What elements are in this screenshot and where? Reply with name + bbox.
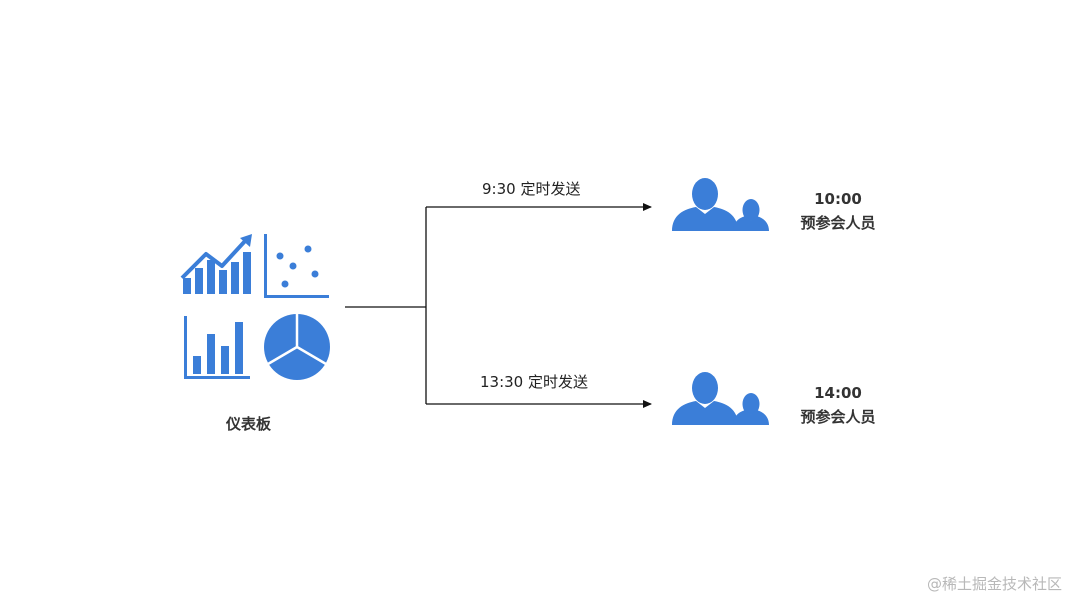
dashboard-label: 仪表板 [226,415,272,433]
people-icon [672,178,769,231]
edge-label-bottom: 13:30 定时发送 [480,373,588,391]
line-chart-icon [180,234,252,294]
audience-bottom: 预参会人员 [800,408,876,426]
scatter-plot-icon [264,234,329,298]
edge-label-top: 9:30 定时发送 [482,180,581,198]
bar-chart-icon [184,316,250,379]
audience-top: 预参会人员 [800,214,876,232]
pie-chart-icon [264,314,330,380]
time-top: 10:00 [814,190,862,208]
people-icon [672,372,769,425]
time-bottom: 14:00 [814,384,862,402]
watermark: @稀土掘金技术社区 [926,575,1062,593]
